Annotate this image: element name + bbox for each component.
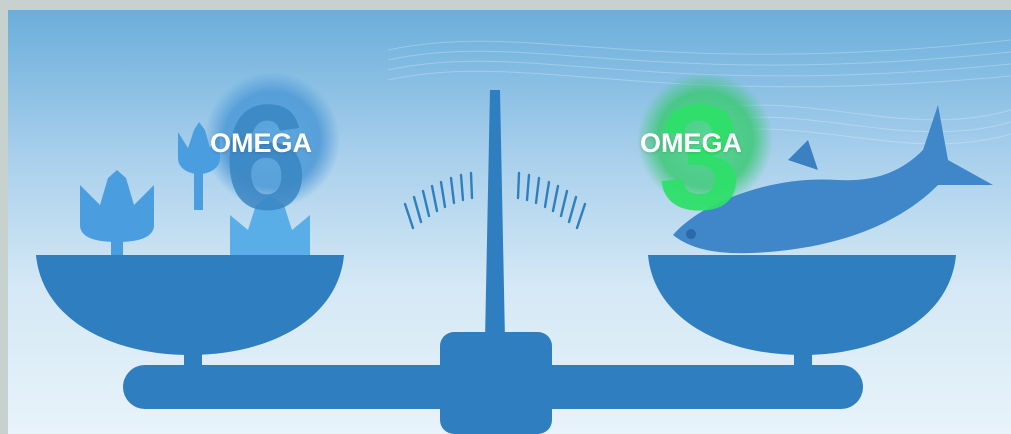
right-pan-stem [794,348,812,370]
plant-icons [80,122,310,260]
omega3-circle [637,72,773,208]
scale-needle [485,90,505,340]
omega-balance-scene: 6 3 OMEGA OMEGA [8,10,1011,434]
omega3-number: 3 [658,73,742,241]
dial-ticks [403,171,587,230]
scale-center-block [440,332,552,434]
omega6-number: 6 [224,73,308,241]
scene-illustration [36,39,1011,434]
right-pan [648,255,956,355]
omega6-label: OMEGA [210,128,313,158]
left-pan [36,255,344,355]
omega6-circle [204,72,340,208]
plant-left-icon [80,170,154,260]
fish-icon [673,105,993,254]
omega3-label: OMEGA [640,128,743,158]
scale [36,90,956,434]
plant-small-icon [178,122,220,210]
plant-right-icon [230,195,310,258]
left-pan-stem [184,348,202,370]
